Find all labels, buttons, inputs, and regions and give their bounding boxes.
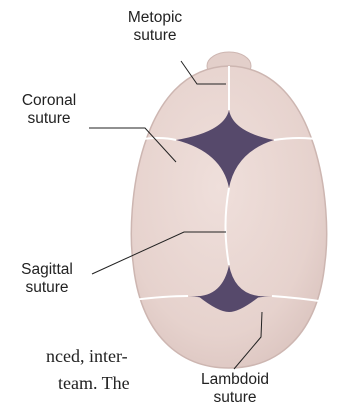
lambdoid-suture-label: Lambdoid suture	[175, 371, 295, 407]
lambdoid-label-line1: Lambdoid	[175, 371, 295, 389]
coronal-suture-label: Coronal suture	[4, 92, 94, 128]
metopic-label-line1: Metopic	[100, 9, 210, 27]
sagittal-label-line1: Sagittal	[2, 261, 92, 279]
metopic-suture-label: Metopic suture	[100, 9, 210, 45]
coronal-label-line1: Coronal	[4, 92, 94, 110]
coronal-label-line2: suture	[4, 110, 94, 128]
body-text-line1: nced, inter-	[46, 343, 128, 370]
sagittal-label-line2: suture	[2, 279, 92, 297]
metopic-label-line2: suture	[100, 27, 210, 45]
body-text-line2: team. The	[58, 370, 130, 397]
lambdoid-label-line2: suture	[175, 389, 295, 407]
sagittal-suture-label: Sagittal suture	[2, 261, 92, 297]
